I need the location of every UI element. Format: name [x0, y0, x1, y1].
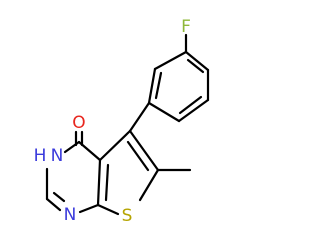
atom-nitrogen-bottom: N — [64, 205, 77, 225]
atom-labels: F O N H N S — [34, 17, 191, 226]
bond-pyr-4-inner — [52, 191, 66, 203]
bond-thio-4-inner — [104, 163, 110, 202]
bond-ring-3-inner — [178, 95, 203, 115]
bond-ring-5 — [147, 67, 157, 105]
bond-thio-3 — [96, 203, 120, 216]
bond-thio-1 — [128, 129, 160, 172]
bond-pyr-4 — [45, 197, 62, 212]
bond-ring-3 — [177, 98, 210, 123]
bond-ring-1-inner — [186, 58, 205, 74]
bond-ring-1 — [184, 50, 210, 72]
bond-ring-6 — [153, 50, 188, 71]
bond-pyr-5 — [78, 203, 100, 214]
atom-nitrogen-top: N — [51, 146, 64, 166]
bonds — [45, 33, 210, 216]
structure-diagram: F O N H N S — [34, 17, 210, 226]
atom-sulfur: S — [122, 206, 133, 226]
bond-thio-2 — [138, 168, 160, 202]
atom-oxygen: O — [72, 113, 85, 133]
bond-thio-5 — [98, 129, 132, 162]
bond-ring-4 — [147, 101, 181, 123]
molecule-drawing: F O N H N S — [34, 17, 210, 226]
bond-thio-4 — [96, 158, 102, 207]
bond-ring-5-inner — [154, 71, 163, 100]
bond-aryl-link — [128, 101, 151, 133]
atom-hydrogen: H — [34, 146, 47, 166]
bond-pyr-2 — [63, 140, 81, 154]
atom-fluorine: F — [181, 17, 191, 37]
bond-thio-1-inner — [126, 140, 150, 172]
